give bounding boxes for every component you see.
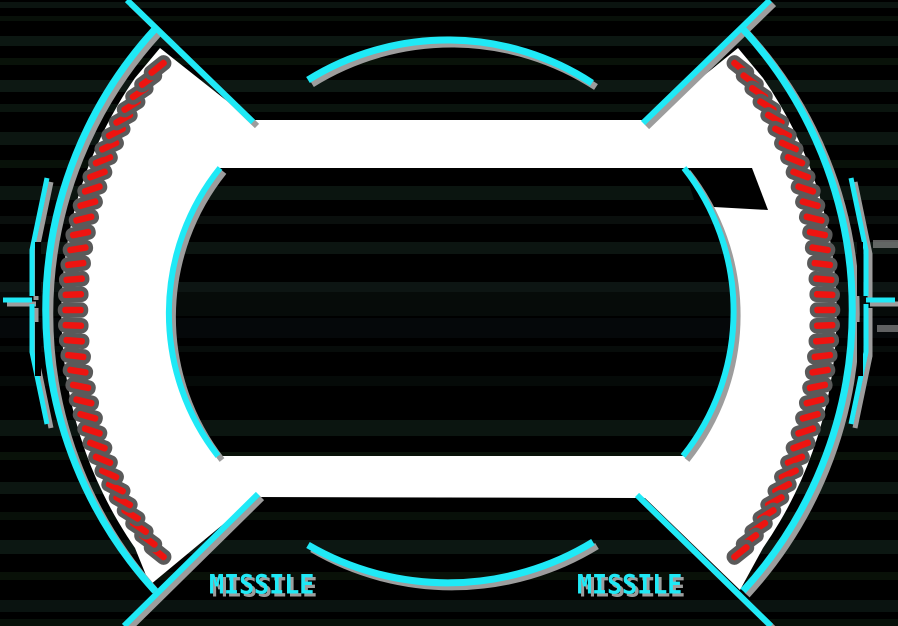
inner-arc-right-icon: [680, 166, 737, 458]
corner-diagonal-bottom-left-icon: [127, 495, 265, 626]
hud-lines: [3, 0, 895, 626]
outer-arc-left-icon: [42, 26, 158, 594]
bottom-arc-icon: [306, 539, 595, 587]
corner-diagonal-bottom-right-icon: [634, 492, 774, 626]
side-bracket-left-icon: [3, 177, 50, 425]
corner-diagonal-bottom-left-icon: [121, 491, 261, 626]
side-bracket-right-icon: [848, 177, 895, 425]
ammo-segments-right: [726, 55, 841, 565]
missile-label-right: MISSILE: [577, 569, 683, 600]
inner-arc-left-icon: [165, 166, 223, 458]
ammo-segments-left: [57, 55, 172, 565]
corner-diagonal-top-right-icon: [640, 0, 773, 126]
outer-arc-right-icon: [740, 26, 856, 594]
corner-diagonal-top-left-icon: [124, 0, 256, 125]
corner-diagonal-top-right-icon: [644, 1, 777, 130]
bracket-ticks: [35, 240, 898, 376]
missile-label-left: MISSILE: [209, 569, 315, 600]
side-bracket-right-icon: [852, 181, 898, 429]
top-arc-icon: [306, 36, 594, 86]
